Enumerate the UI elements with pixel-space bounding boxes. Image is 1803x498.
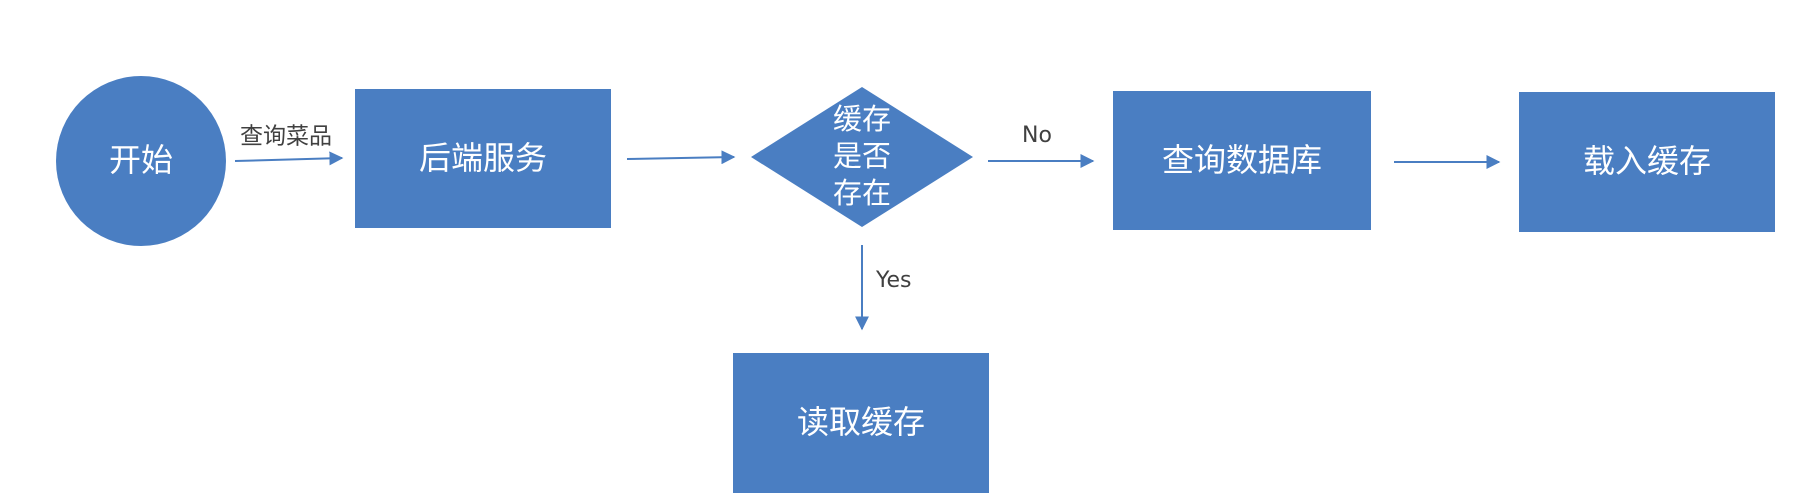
edge-label-query-dishes: 查询菜品 (240, 124, 332, 150)
backend-service-label: 后端服务 (419, 139, 547, 177)
decision-line-1: 缓存 (833, 102, 891, 136)
edge-backend-to-decision (626, 150, 736, 165)
read-cache-box (733, 353, 989, 493)
load-cache-label: 载入缓存 (1583, 142, 1711, 180)
query-database-label: 查询数据库 (1162, 141, 1322, 179)
backend-service-node: 后端服务 (355, 89, 611, 228)
decision-line-3: 存在 (833, 176, 891, 210)
start-node: 开始 (56, 76, 226, 246)
start-label: 开始 (109, 141, 173, 179)
edge-label-yes: Yes (875, 268, 912, 293)
query-database-box (1113, 91, 1371, 230)
cache-exists-decision: 缓存 是否 存在 (751, 87, 973, 227)
start-circle (56, 76, 226, 246)
decision-line-2: 是否 (833, 139, 891, 173)
read-cache-node: 读取缓存 (733, 353, 989, 493)
load-cache-box (1519, 92, 1775, 232)
read-cache-label: 读取缓存 (797, 403, 925, 441)
decision-diamond (751, 87, 973, 227)
edge-label-no: No (1022, 123, 1052, 148)
backend-service-box (355, 89, 611, 228)
edge-start-to-backend (234, 151, 344, 166)
load-cache-node: 载入缓存 (1519, 92, 1775, 232)
query-database-node: 查询数据库 (1113, 91, 1371, 230)
